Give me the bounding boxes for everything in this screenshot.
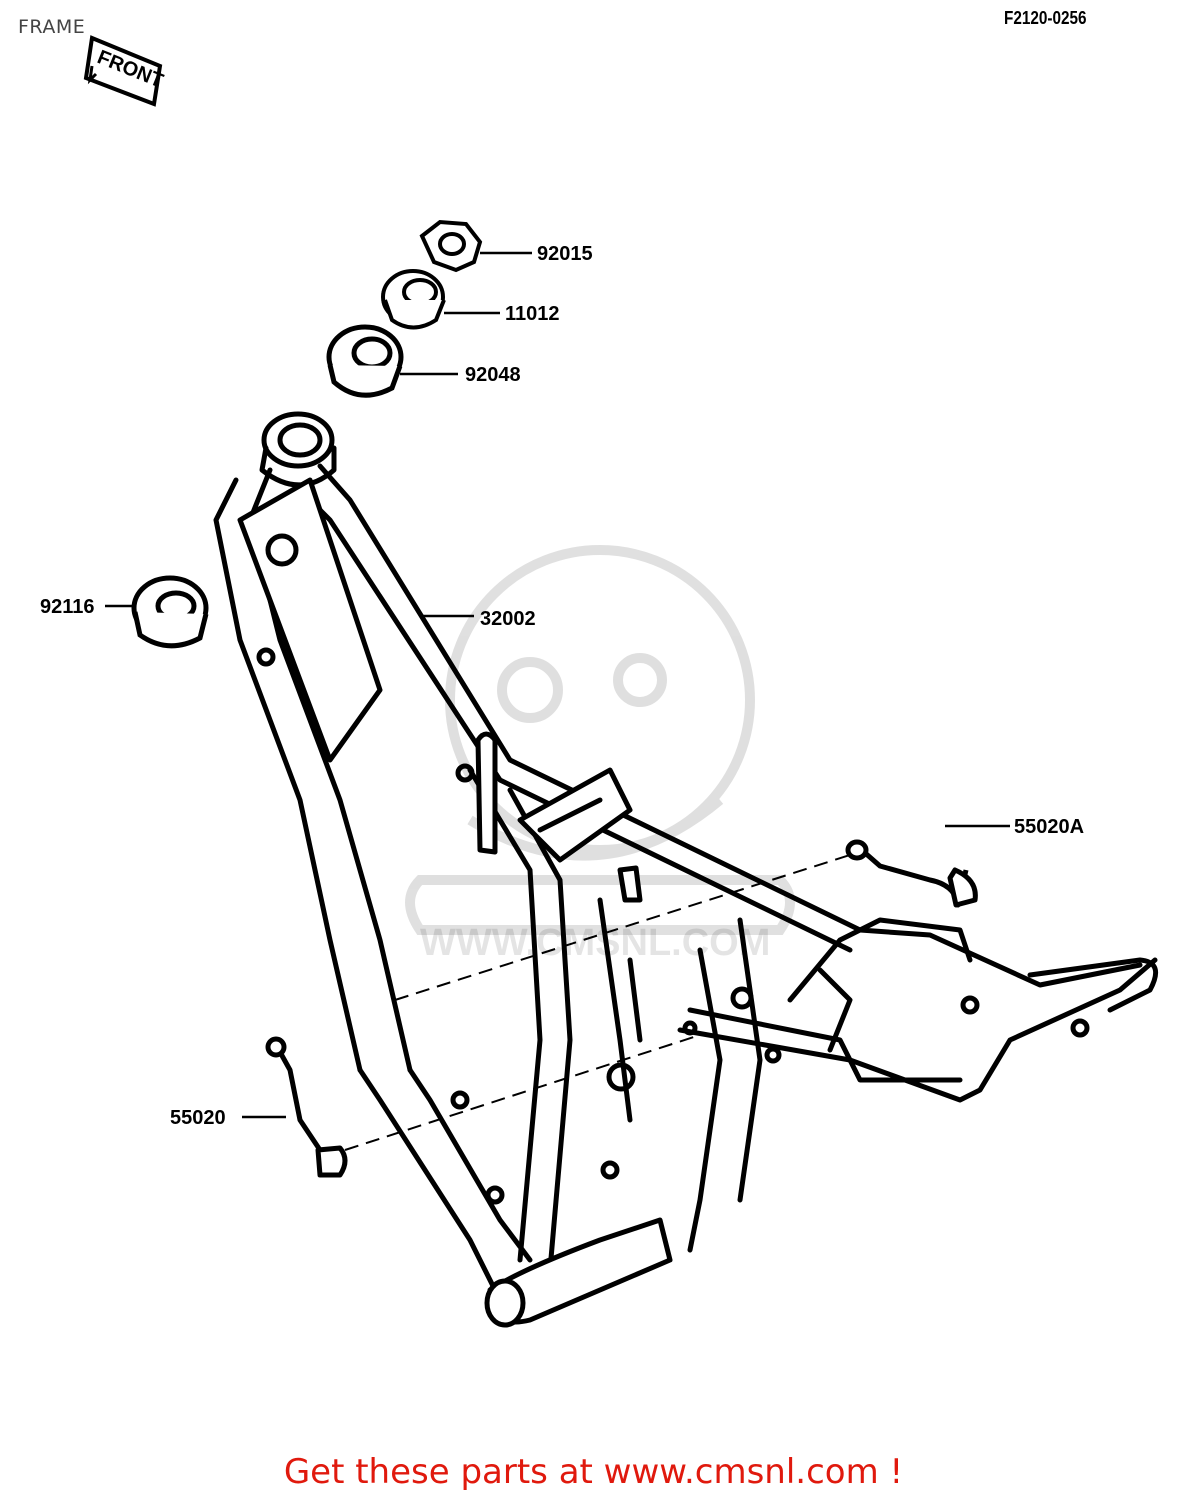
- page-title: FRAME: [18, 16, 86, 38]
- part-label-55020a[interactable]: 55020A: [1014, 816, 1084, 838]
- part-label-92015[interactable]: 92015: [537, 243, 593, 265]
- front-direction-tag: FRONT: [83, 35, 166, 107]
- leader-lines: [105, 251, 1010, 1119]
- part-label-92116[interactable]: 92116: [40, 596, 95, 618]
- part-label-11012[interactable]: 11012: [505, 303, 560, 325]
- footrest-bracket-left: [265, 1036, 348, 1178]
- assembly-lines: [344, 854, 851, 1151]
- diagram-reference-code: F2120-0256: [1004, 8, 1087, 28]
- steering-bearing: [381, 269, 446, 330]
- bearing-cup: [326, 324, 404, 398]
- watermark-text: WWW.CMSNL.COM: [420, 922, 770, 964]
- lower-bearing-cup: [131, 575, 209, 649]
- front-arrow-icon: [87, 65, 98, 85]
- watermark: [405, 545, 795, 935]
- steering-stem-nut: [419, 219, 483, 273]
- part-label-32002[interactable]: 32002: [480, 608, 536, 630]
- main-frame: [213, 411, 1159, 1328]
- footrest-bracket-right: [845, 839, 978, 908]
- part-label-55020[interactable]: 55020: [170, 1107, 226, 1129]
- part-label-92048[interactable]: 92048: [465, 364, 521, 386]
- footer-link[interactable]: Get these parts at www.cmsnl.com !: [283, 1452, 904, 1492]
